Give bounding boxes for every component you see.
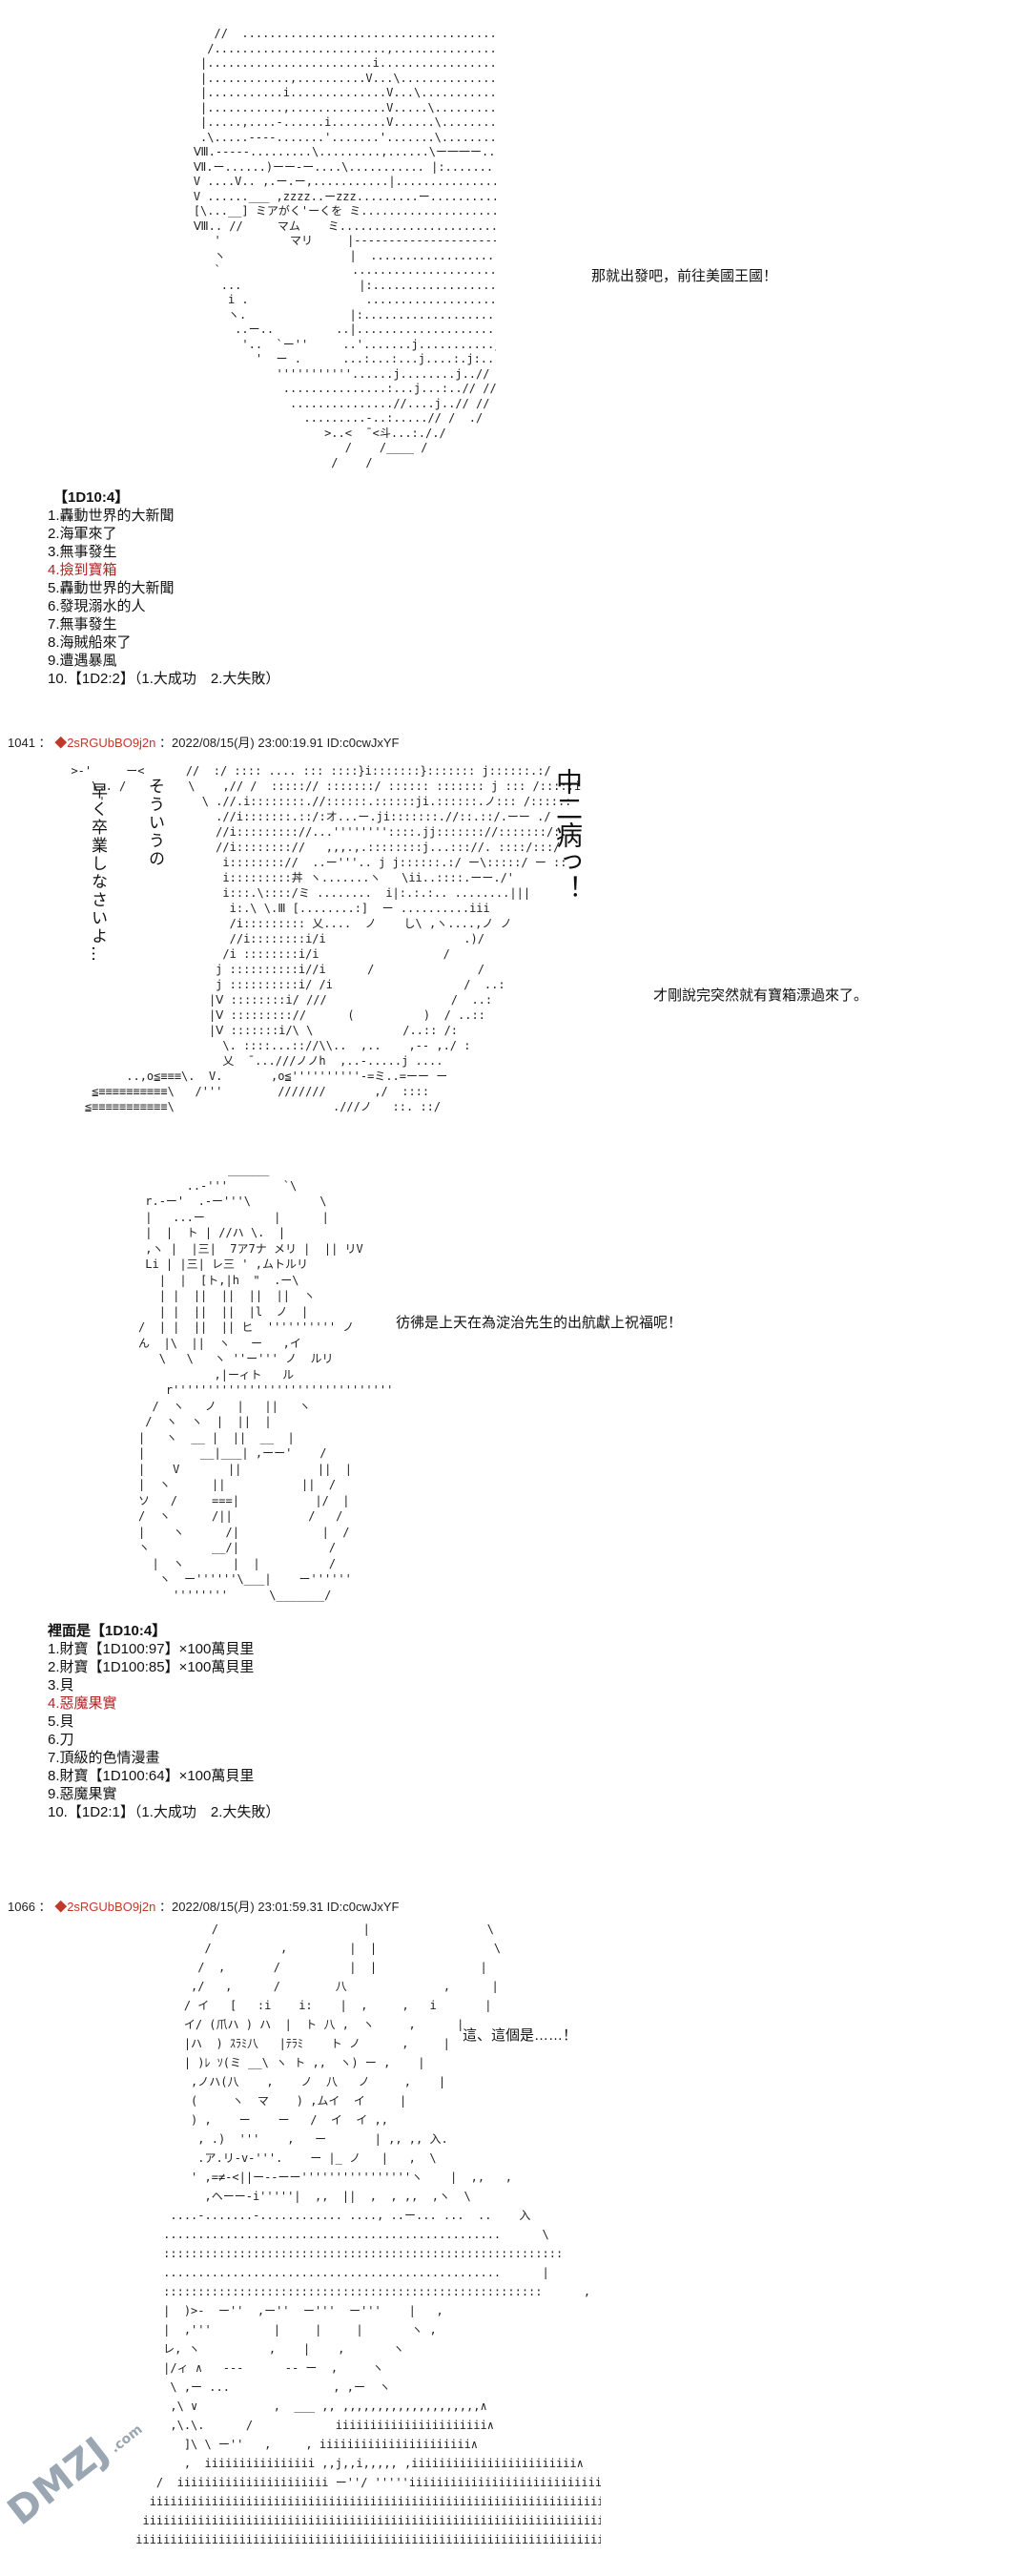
list-item: 8.財寶【1D100:64】×100萬貝里 (48, 1768, 255, 1784)
list-item-selected: 4.撿到寶箱 (48, 562, 117, 578)
list-item: 7.無事發生 (48, 616, 117, 633)
dice-title: 裡面是【1D10:4】 (48, 1623, 167, 1639)
dice-title: 【1D10:4】 (53, 489, 130, 506)
post-separator: ： (38, 736, 52, 750)
narration-panel-1: 那就出發吧，前往美國王國！ (591, 268, 778, 284)
post-meta: ：2022/08/15(月) 23:00:19.91 ID:c0cwJxYF (159, 736, 400, 750)
narration-panel-3: 彷彿是上天在為淀治先生的出航獻上祝福呢！ (396, 1315, 683, 1331)
list-item-selected: 4.惡魔果實 (48, 1695, 117, 1712)
list-item: 6.刀 (48, 1732, 74, 1748)
post-number[interactable]: 1041 (8, 736, 35, 750)
post-number[interactable]: 1066 (8, 1900, 35, 1914)
speech-vertical-1: 早く卒業しなさいよ… (88, 782, 107, 964)
ascii-art-panel-3: ______ ..-''' `\ r.-ー' .-ー'''\ \ | ...ー … (138, 1163, 391, 1602)
list-item: 1.轟動世界的大新聞 (48, 508, 175, 524)
dice-list-panel-3: 裡面是【1D10:4】 1.財寶【1D100:97】×100萬貝里 2.財寶【1… (48, 1622, 279, 1821)
list-item: 9.惡魔果實 (48, 1786, 117, 1802)
list-item: 5.轟動世界的大新聞 (48, 580, 175, 596)
ascii-art-panel-1: // .....................................… (193, 27, 496, 469)
list-item: 2.海軍來了 (48, 526, 117, 542)
post-header-1066: 1066 ： ◆2sRGUbBO9j2n ：2022/08/15(月) 23:0… (8, 1897, 400, 1915)
result-line: 10.【1D2:1】（1.大成功 2.大失敗） (48, 1804, 280, 1820)
list-item: 6.發現溺水的人 (48, 598, 146, 614)
poster-name[interactable]: ◆2sRGUbBO9j2n (54, 1900, 156, 1914)
list-item: 1.財寶【1D100:97】×100萬貝里 (48, 1641, 255, 1657)
shout-vertical: 中二病っ！ (552, 768, 584, 902)
dice-list-panel-1: 【1D10:4】 1.轟動世界的大新聞 2.海軍來了 3.無事發生 4.撿到寶箱… (48, 488, 279, 688)
post-separator: ： (38, 1900, 52, 1914)
ascii-art-panel-2: >-' ー< // :/ :::: .... ::: ::::}i:::::::… (71, 764, 582, 1113)
list-item: 7.頂級的色情漫畫 (48, 1750, 160, 1766)
list-item: 3.無事發生 (48, 544, 117, 560)
list-item: 2.財寶【1D100:85】×100萬貝里 (48, 1659, 255, 1675)
list-item: 8.海賊船來了 (48, 634, 132, 651)
post-meta: ：2022/08/15(月) 23:01:59.31 ID:c0cwJxYF (159, 1900, 400, 1914)
speech-vertical-2: そういうの (145, 778, 164, 868)
narration-panel-4: 這、這個是……！ (463, 2027, 578, 2044)
list-item: 3.貝 (48, 1677, 74, 1693)
list-item: 9.遭遇暴風 (48, 653, 117, 669)
narration-panel-2: 才剛說完突然就有寶箱漂過來了。 (653, 987, 869, 1004)
post-header-1041: 1041 ： ◆2sRGUbBO9j2n ：2022/08/15(月) 23:0… (8, 733, 400, 751)
list-item: 5.貝 (48, 1714, 74, 1730)
poster-name[interactable]: ◆2sRGUbBO9j2n (54, 736, 156, 750)
ascii-art-panel-4: / | \ / , | | \ / , / | | | ,/ , / (135, 1922, 601, 2546)
result-line: 10.【1D2:2】（1.大成功 2.大失敗） (48, 671, 280, 687)
